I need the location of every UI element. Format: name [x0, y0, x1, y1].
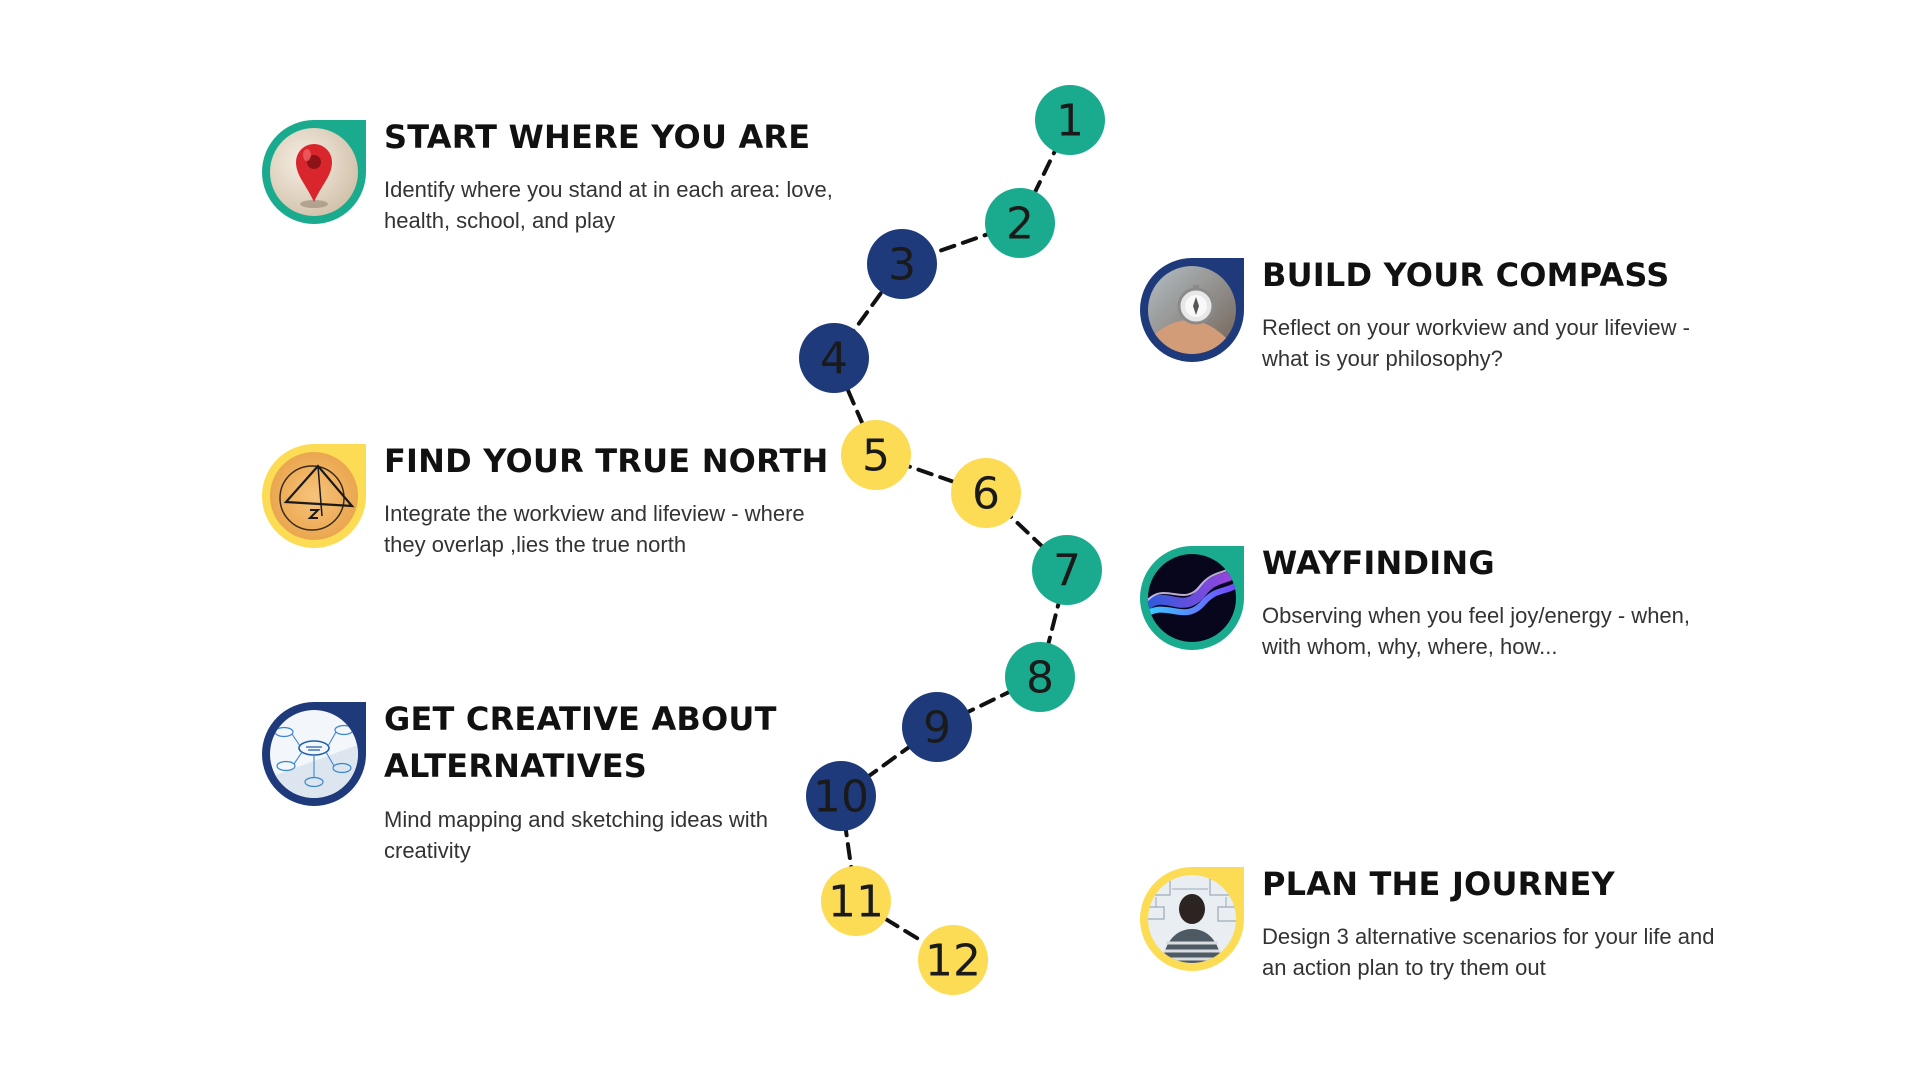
path-node-circle [821, 866, 891, 936]
path-node-number: 4 [820, 334, 848, 385]
path-node-5: 5 [841, 420, 911, 490]
step-title: START WHERE YOU ARE [384, 118, 811, 156]
step-description: Mind mapping and sketching ideas with cr… [384, 807, 769, 863]
path-node-circle [841, 420, 911, 490]
path-node-circle [985, 188, 1055, 258]
step-title: FIND YOUR TRUE NORTH [384, 442, 829, 480]
step-description: Reflect on your workview and your lifevi… [1262, 315, 1690, 371]
path-node-number: 11 [828, 877, 884, 928]
step-title: WAYFINDING [1262, 544, 1495, 582]
path-node-9: 9 [902, 692, 972, 762]
step-description: Identify where you stand at in each area… [384, 177, 833, 233]
path-node-1: 1 [1035, 85, 1105, 155]
step-title: GET CREATIVE ABOUT ALTERNATIVES [384, 700, 777, 785]
step-description: Integrate the workview and lifeview - wh… [384, 501, 805, 557]
step-title: PLAN THE JOURNEY [1262, 865, 1615, 903]
path-node-circle [867, 229, 937, 299]
energy-wave-icon [1140, 546, 1244, 650]
path-node-circle [1005, 642, 1075, 712]
mind-map-icon [262, 702, 366, 806]
path-node-7: 7 [1032, 535, 1102, 605]
path-node-circle [1032, 535, 1102, 605]
path-node-number: 1 [1056, 96, 1084, 147]
path-node-number: 12 [925, 936, 981, 987]
compass-icon [1140, 258, 1244, 362]
planning-board-icon [1140, 867, 1244, 971]
path-node-circle [902, 692, 972, 762]
path-node-number: 7 [1053, 546, 1081, 597]
path-node-number: 6 [972, 469, 1000, 520]
path-node-12: 12 [918, 925, 988, 995]
path-node-6: 6 [951, 458, 1021, 528]
step-description: Observing when you feel joy/energy - whe… [1262, 603, 1691, 659]
path-node-11: 11 [821, 866, 891, 936]
path-node-circle [951, 458, 1021, 528]
path-node-3: 3 [867, 229, 937, 299]
true-north-sketch-icon [262, 444, 366, 548]
path-node-number: 5 [862, 431, 890, 482]
path-node-8: 8 [1005, 642, 1075, 712]
step-description: Design 3 alternative scenarios for your … [1262, 924, 1715, 980]
path-node-circle [918, 925, 988, 995]
step-title: BUILD YOUR COMPASS [1262, 256, 1670, 294]
path-node-10: 10 [806, 761, 876, 831]
map-pin-icon [262, 120, 366, 224]
path-node-number: 9 [923, 703, 951, 754]
path-node-number: 2 [1006, 199, 1034, 250]
path-node-2: 2 [985, 188, 1055, 258]
path-node-number: 3 [888, 240, 916, 291]
path-node-4: 4 [799, 323, 869, 393]
path-node-number: 10 [813, 772, 869, 823]
path-node-circle [799, 323, 869, 393]
path-node-circle [1035, 85, 1105, 155]
path-node-circle [806, 761, 876, 831]
path-node-number: 8 [1026, 653, 1054, 704]
